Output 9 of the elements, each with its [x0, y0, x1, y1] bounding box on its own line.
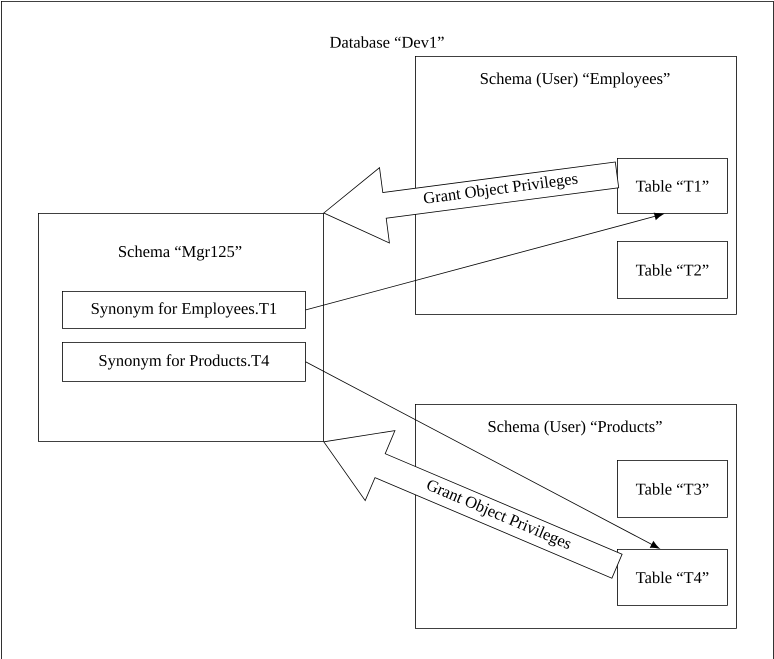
table-box: Table “T2” [617, 241, 728, 299]
table-box: Table “T3” [617, 460, 728, 518]
arrow [305, 212, 664, 310]
table-box: Table “T1” [617, 158, 728, 214]
table-box: Synonym for Employees.T1 [62, 291, 306, 329]
edge-label: Grant Object Privileges [422, 172, 580, 208]
arrow [305, 362, 660, 549]
table-box: Table “T4” [617, 549, 728, 606]
table-box: Synonym for Products.T4 [62, 342, 306, 382]
